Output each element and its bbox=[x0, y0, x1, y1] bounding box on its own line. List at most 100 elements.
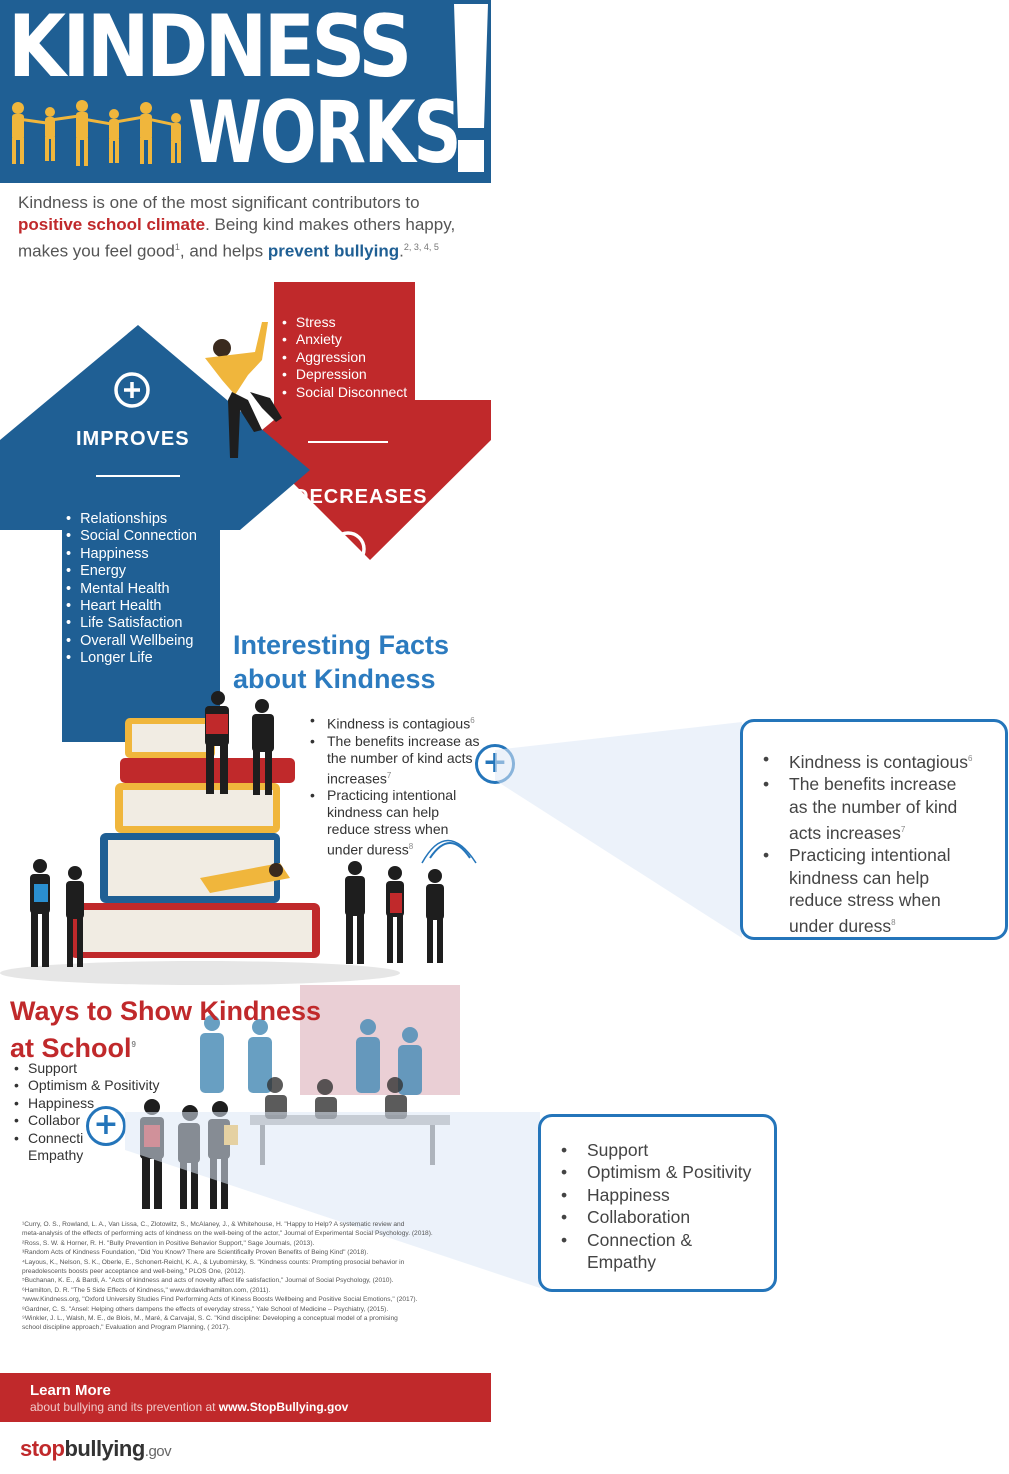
learn-more-title: Learn More bbox=[30, 1382, 111, 1399]
zoom-line-text: under duress bbox=[789, 915, 892, 936]
improves-heading: IMPROVES bbox=[76, 428, 190, 450]
reference-superscript: 9 bbox=[131, 1040, 136, 1049]
learn-more-banner[interactable]: Learn More about bullying and its preven… bbox=[0, 1373, 491, 1422]
reference-line: ¹Curry, O. S., Rowland, L. A., Van Lissa… bbox=[22, 1221, 405, 1228]
list-item: •Happiness bbox=[561, 1184, 670, 1205]
facts-zoom-list: •Kindness is contagious6 •The benefits i… bbox=[759, 748, 972, 937]
list-item: Social Disconnect bbox=[282, 384, 407, 401]
list-item: Overall Wellbeing bbox=[66, 633, 197, 650]
ways-list: Support Optimism & Positivity Happiness … bbox=[14, 1060, 159, 1164]
zoom-line-text: Collaboration bbox=[587, 1207, 691, 1228]
intro-text: . bbox=[399, 241, 404, 261]
list-item: •Support bbox=[561, 1140, 649, 1160]
reference-superscript: 2, 3, 4, 5 bbox=[403, 242, 439, 252]
book-stack bbox=[70, 718, 320, 958]
improves-list: Relationships Social Connection Happines… bbox=[66, 511, 197, 668]
reference-line: ²Ross, S. W. & Horner, R. H. "Bully Prev… bbox=[22, 1239, 315, 1247]
list-item: Energy bbox=[66, 563, 197, 580]
zoom-line-text: Optimism & Positivity bbox=[587, 1162, 752, 1183]
list-item: Depression bbox=[282, 366, 407, 383]
list-item: Collabor bbox=[14, 1112, 159, 1130]
fact-text: The benefits increase as the number of k… bbox=[327, 732, 480, 787]
decreases-heading: DECREASES bbox=[294, 486, 428, 508]
list-item: Kindness is contagious6 bbox=[310, 712, 480, 733]
ways-zoom-list: •Support •Optimism & Positivity •Happine… bbox=[557, 1139, 751, 1273]
reference-line: meta-analysis of the effects of performi… bbox=[22, 1230, 433, 1238]
reference-line: ⁴Layous, K., Nelson, S. K., Oberle, E., … bbox=[22, 1258, 405, 1266]
zoom-line: under duress8 bbox=[759, 912, 972, 937]
facts-heading-line: about Kindness bbox=[233, 664, 436, 694]
facts-list: Kindness is contagious6 The benefits inc… bbox=[310, 712, 480, 859]
list-item: Aggression bbox=[282, 349, 407, 366]
title-banner: KINDNESS WORKS bbox=[0, 0, 491, 183]
list-item: Practicing intentional kindness can help… bbox=[310, 787, 480, 859]
reference-superscript: 8 bbox=[891, 917, 896, 927]
stopbullying-link[interactable]: www.StopBullying.gov bbox=[218, 1400, 349, 1414]
plus-circle-icon bbox=[114, 372, 150, 408]
list-item: Longer Life bbox=[66, 650, 197, 667]
reference-line: preadolescents boosts peer acceptance an… bbox=[22, 1268, 246, 1276]
decreases-list: Stress Anxiety Aggression Depression Soc… bbox=[282, 314, 407, 401]
ways-zoom-popup: •Support •Optimism & Positivity •Happine… bbox=[538, 1114, 777, 1292]
list-item: Empathy bbox=[28, 1147, 84, 1164]
reference-line: ⁶Hamilton, D. R. "The 5 Side Effects of … bbox=[22, 1286, 271, 1294]
intro-text: Kindness is one of the most significant … bbox=[18, 193, 420, 212]
list-item: Relationships bbox=[66, 511, 197, 528]
facts-heading: Interesting Facts about Kindness bbox=[233, 628, 449, 696]
exclamation-mark-icon bbox=[454, 4, 488, 172]
person-climbing-illustration bbox=[205, 322, 282, 458]
reference-superscript: 1 bbox=[174, 242, 180, 252]
people-chain-illustration bbox=[12, 100, 181, 166]
zoom-line-text: Support bbox=[587, 1140, 649, 1160]
intro-paragraph: Kindness is one of the most significant … bbox=[18, 192, 478, 263]
zoom-line-text: acts increases bbox=[789, 822, 901, 843]
list-item: The benefits increase as the number of k… bbox=[310, 733, 480, 788]
zoom-line: acts increases7 bbox=[759, 819, 972, 844]
zoom-line: kindness can help bbox=[789, 867, 930, 888]
reference-line: school discipline approach," Evaluation … bbox=[22, 1324, 230, 1332]
reference-line: ⁵Buchanan, K. E., & Bardi, A. "Acts of k… bbox=[22, 1277, 394, 1285]
list-item: •Optimism & Positivity bbox=[561, 1162, 752, 1183]
reference-superscript: 6 bbox=[968, 754, 973, 763]
ways-heading: Ways to Show Kindness at School9 bbox=[10, 994, 321, 1065]
list-item: Support bbox=[14, 1060, 159, 1078]
zoom-line: as the number of kind bbox=[789, 797, 958, 818]
logo-gov: .gov bbox=[144, 1443, 172, 1460]
facts-zoom-connector bbox=[495, 722, 742, 938]
list-item: Heart Health bbox=[66, 598, 197, 615]
logo-bullying: bullying bbox=[64, 1436, 145, 1461]
reference-superscript: 8 bbox=[408, 842, 414, 852]
list-item: Connecti bbox=[14, 1130, 159, 1148]
expand-ways-button[interactable]: + bbox=[86, 1106, 126, 1146]
references: ¹Curry, O. S., Rowland, L. A., Van Lissa… bbox=[22, 1220, 462, 1333]
reference-line: ³Random Acts of Kindness Foundation, "Di… bbox=[22, 1249, 369, 1257]
facts-heading-line: Interesting Facts bbox=[233, 630, 450, 660]
zoom-line: reduce stress when bbox=[789, 890, 941, 911]
list-item: Anxiety bbox=[282, 331, 407, 348]
stopbullying-logo[interactable]: stopbullying.gov bbox=[20, 1436, 172, 1462]
list-item: Social Connection bbox=[66, 528, 197, 545]
intro-highlight-climate: positive school climate bbox=[18, 215, 206, 234]
intro-text: , and helps bbox=[179, 241, 268, 261]
zoom-line-text: Practicing intentional bbox=[789, 845, 951, 866]
zoom-line-text: Connection & bbox=[587, 1229, 693, 1250]
list-item: Mental Health bbox=[66, 581, 197, 598]
intro-highlight-bullying: prevent bullying bbox=[267, 241, 400, 261]
list-item: Life Satisfaction bbox=[66, 615, 197, 632]
list-item-continuation: Empathy bbox=[587, 1252, 657, 1273]
fact-text: Kindness is contagious bbox=[327, 715, 471, 732]
reference-superscript: 7 bbox=[900, 824, 906, 834]
intro-text: . Being kind makes others happy, makes y… bbox=[18, 215, 456, 261]
zoom-line: •Kindness is contagious6 bbox=[763, 749, 973, 772]
title-works: WORKS bbox=[188, 83, 462, 183]
fact-text: Practicing intentional kindness can help… bbox=[327, 787, 457, 858]
zoom-line: •The benefits increase bbox=[763, 774, 957, 795]
list-item: Happiness bbox=[66, 546, 197, 563]
zoom-line-text: Happiness bbox=[587, 1184, 670, 1205]
reference-line: ⁸Gardner, C. S. "Ansel: Helping others d… bbox=[22, 1305, 389, 1313]
ways-zoom-connector bbox=[125, 1112, 540, 1288]
reference-superscript: 7 bbox=[386, 770, 392, 780]
learn-more-text: about bullying and its prevention at bbox=[30, 1400, 219, 1414]
list-item: •Connection & bbox=[561, 1229, 693, 1250]
learn-more-subtitle: about bullying and its prevention at www… bbox=[30, 1400, 348, 1414]
